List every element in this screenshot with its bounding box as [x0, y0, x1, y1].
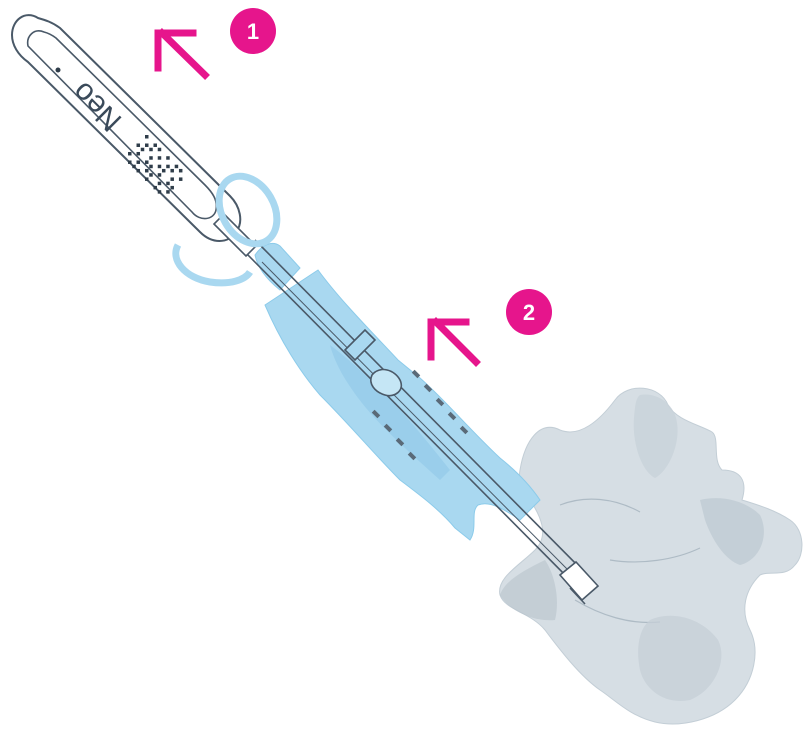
matrix-dot [153, 186, 157, 190]
step-number: 1 [247, 19, 259, 44]
matrix-dot [158, 148, 162, 152]
matrix-dot [128, 152, 132, 156]
matrix-dot [179, 169, 183, 173]
step-2: 2 [431, 289, 552, 362]
handle-outer [12, 15, 240, 241]
matrix-dot [158, 165, 162, 169]
vertebra-shadow-left [500, 560, 557, 620]
matrix-dot [170, 169, 174, 173]
matrix-dot [145, 135, 149, 139]
matrix-dot [175, 165, 179, 169]
sleeve-body [265, 270, 540, 540]
matrix-dot [149, 148, 153, 152]
up-left-arrow-icon [158, 33, 205, 75]
matrix-dot [128, 160, 132, 164]
matrix-dot [158, 173, 162, 177]
matrix-dot [149, 173, 153, 177]
up-left-arrow-icon [431, 322, 476, 362]
matrix-dot [145, 177, 149, 181]
matrix-dot [158, 182, 162, 186]
sleeve-upper-strap [255, 243, 300, 290]
device-handle: Neo [12, 15, 256, 256]
matrix-dot [137, 160, 141, 164]
matrix-dot [158, 190, 162, 194]
matrix-dot [149, 165, 153, 169]
matrix-dot [158, 156, 162, 160]
matrix-dot [162, 169, 166, 173]
handle-dot [56, 68, 61, 73]
vertebra-illustration [500, 388, 802, 724]
matrix-dot [137, 143, 141, 147]
matrix-dot [145, 160, 149, 164]
matrix-dot [141, 148, 145, 152]
matrix-dot [137, 152, 141, 156]
matrix-dot [149, 156, 153, 160]
matrix-dot [179, 177, 183, 181]
matrix-dot [166, 182, 170, 186]
matrix-dot [166, 165, 170, 169]
matrix-dot [145, 169, 149, 173]
matrix-dot [166, 190, 170, 194]
matrix-dot [145, 143, 149, 147]
matrix-dot [170, 186, 174, 190]
matrix-dot [170, 177, 174, 181]
step-1: 1 [158, 8, 276, 75]
matrix-dot [137, 169, 141, 173]
matrix-dot [153, 143, 157, 147]
step-number: 2 [523, 300, 535, 325]
matrix-dot [132, 165, 136, 169]
matrix-dot [166, 156, 170, 160]
